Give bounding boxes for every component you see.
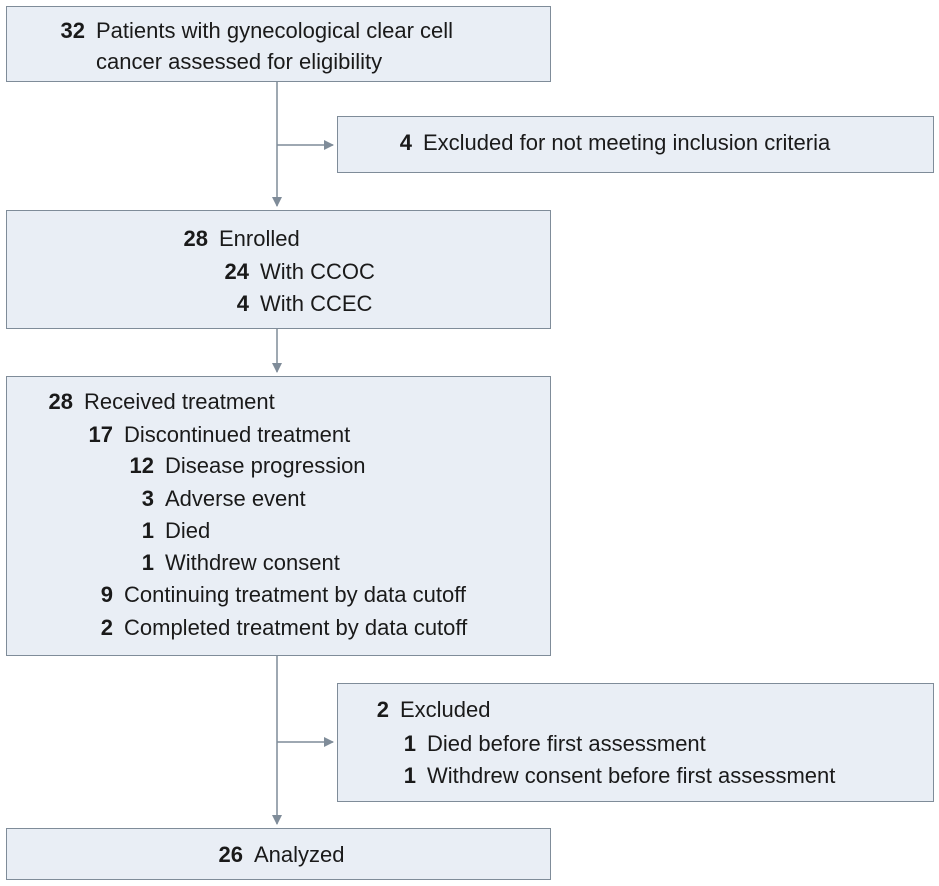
analyzed-label: Analyzed (254, 842, 345, 867)
assessed-count: 32 (60, 18, 85, 43)
analyzed-count: 26 (218, 842, 243, 867)
enrolled-ccoc-count: 24 (224, 259, 249, 284)
enrolled-ccoc-label: With CCOC (260, 259, 375, 284)
excluded-analysis-box: 2 Excluded 1 Died before first assessmen… (337, 683, 934, 802)
discontinued-count: 17 (88, 422, 113, 447)
withdrew-label: Withdrew consent (165, 550, 340, 575)
continuing-label: Continuing treatment by data cutoff (124, 582, 467, 607)
continuing-count: 9 (100, 582, 113, 607)
progression-label: Disease progression (165, 453, 366, 478)
treatment-received-label: Received treatment (84, 389, 275, 414)
excluded-died-count: 1 (403, 731, 416, 756)
enrolled-label: Enrolled (219, 226, 300, 251)
enrolled-ccec-count: 4 (236, 291, 249, 316)
completed-label: Completed treatment by data cutoff (124, 615, 468, 640)
died-count: 1 (141, 518, 154, 543)
excluded-withdrew-label: Withdrew consent before first assessment (427, 763, 836, 788)
completed-count: 2 (100, 615, 113, 640)
discontinued-label: Discontinued treatment (124, 422, 351, 447)
treatment-received-count: 28 (48, 389, 73, 414)
enrolled-count: 28 (183, 226, 208, 251)
excluded-withdrew-count: 1 (403, 763, 416, 788)
enrolled-box: 28 Enrolled 24 With CCOC 4 With CCEC (6, 210, 551, 329)
assessed-label-line-1: Patients with gynecological clear cell (96, 18, 454, 43)
excluded-analysis-label: Excluded (400, 697, 491, 722)
adverse-count: 3 (141, 486, 154, 511)
assessed-box: 32 Patients with gynecological clear cel… (6, 6, 551, 82)
assessed-label-line-2: cancer assessed for eligibility (96, 49, 383, 74)
analyzed-box: 26 Analyzed (6, 828, 551, 880)
excluded-analysis-count: 2 (376, 697, 389, 722)
withdrew-count: 1 (141, 550, 154, 575)
treatment-box: 28 Received treatment 17 Discontinued tr… (6, 376, 551, 656)
adverse-label: Adverse event (165, 486, 306, 511)
enrolled-ccec-label: With CCEC (260, 291, 373, 316)
excluded-initial-label: Excluded for not meeting inclusion crite… (423, 130, 831, 155)
excluded-initial-box: 4 Excluded for not meeting inclusion cri… (337, 116, 934, 173)
died-label: Died (165, 518, 211, 543)
progression-count: 12 (129, 453, 154, 478)
excluded-died-label: Died before first assessment (427, 731, 706, 756)
excluded-initial-count: 4 (399, 130, 412, 155)
